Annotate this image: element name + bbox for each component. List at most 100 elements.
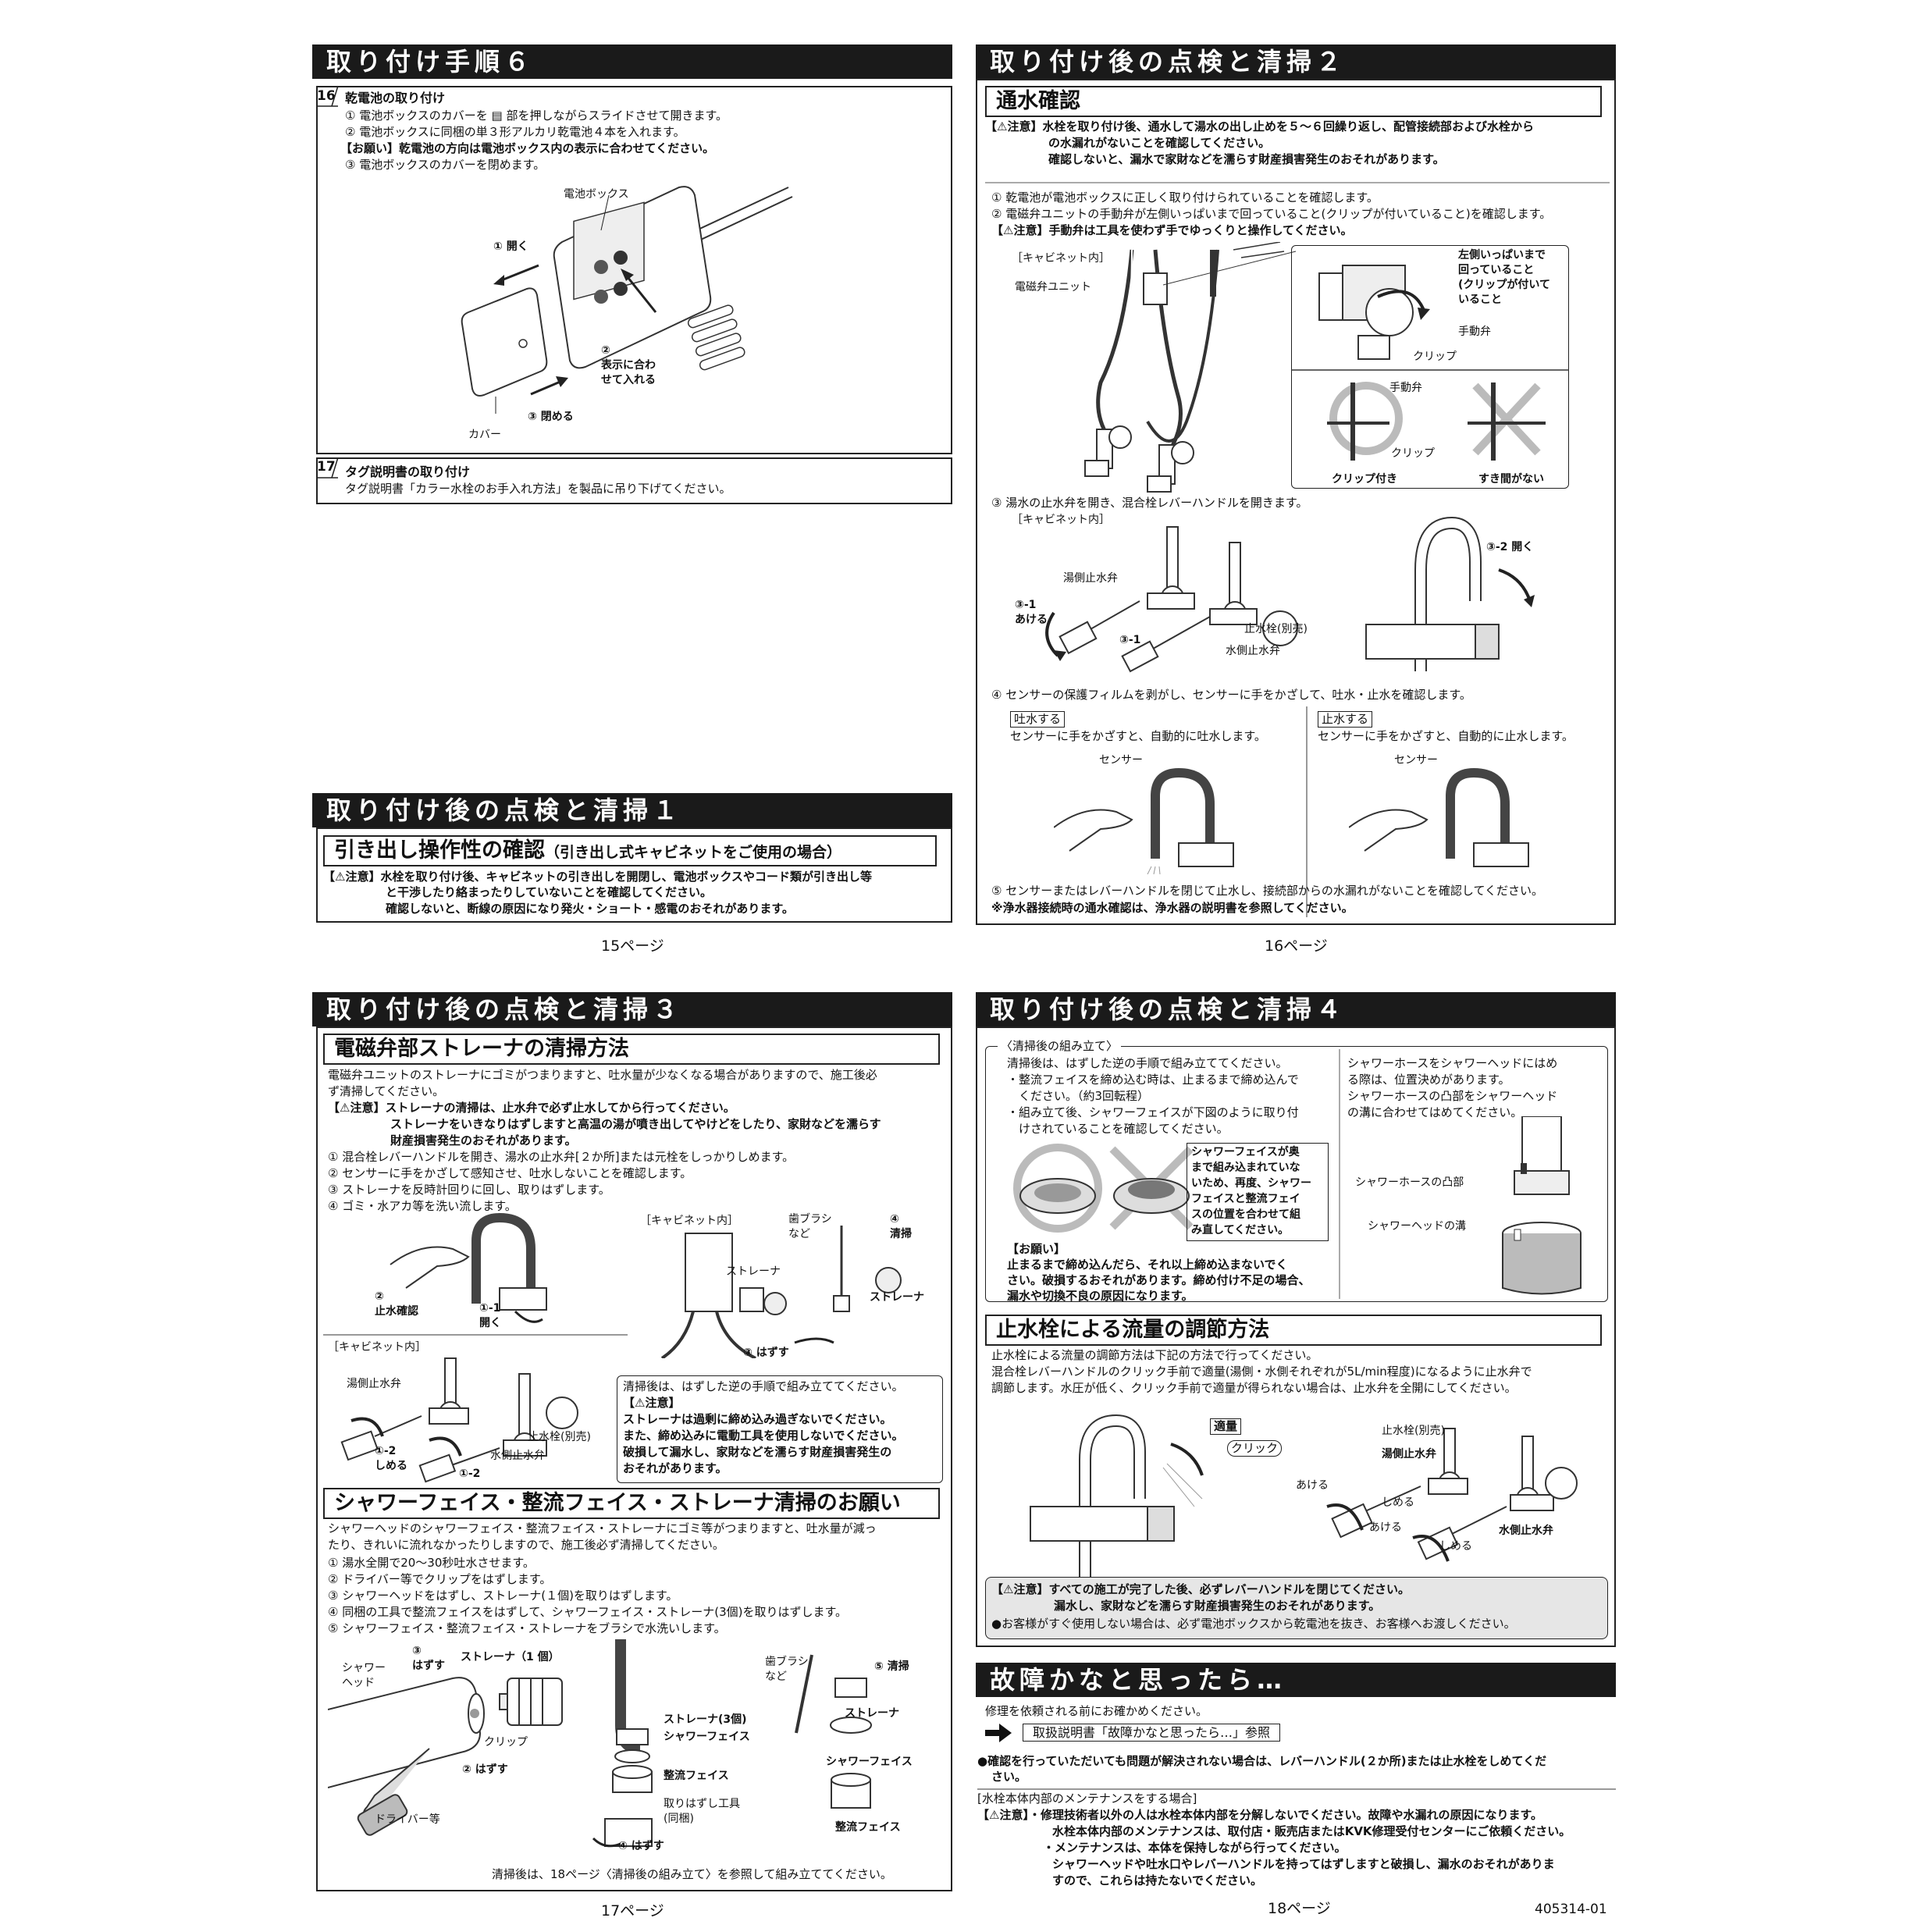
page16-header: 取り付け後の点検と清掃２ (976, 44, 1616, 79)
assembly-vertical-divider (1339, 1049, 1340, 1299)
p17-caution-3: 財産損害発生のおそれがあります。 (390, 1133, 577, 1147)
p16-leader (1163, 251, 1297, 286)
assembly-right-3: の溝に合わせてはめてください。 (1347, 1105, 1523, 1119)
ng-note-5: み直してください。 (1191, 1224, 1290, 1236)
stop-valve-close-illustration (340, 1357, 578, 1483)
stop-check-illustration (390, 1212, 547, 1323)
cold-valve-label: 水側止水弁 (1226, 645, 1280, 657)
assembly-right-1: る際は、位置決めがあります。 (1347, 1073, 1510, 1087)
p17-after-0: 清掃後は、はずした逆の手順で組み立ててください。 (623, 1379, 904, 1393)
remove2-label: ② はずす (462, 1763, 508, 1776)
page17-header: 取り付け後の点検と清掃３ (312, 992, 952, 1026)
trouble-note-1: さい。 (991, 1770, 1027, 1784)
open31-label: ③-1 あける (1015, 599, 1048, 626)
step17-box (316, 457, 952, 504)
manual-valve-label: 手動弁 (1458, 326, 1491, 338)
remove3-label: ③ はずす (743, 1347, 789, 1359)
inspect1-line1: 【⚠注意】水栓を取り付け後、キャビネットの引き出しを開閉し、電池ボックスやコード… (323, 870, 873, 884)
step16-num: 16 (317, 88, 336, 104)
click-tag: クリック (1227, 1440, 1283, 1457)
rectify-face-label: 整流フェイス (664, 1770, 729, 1782)
water-off-text: センサーに手をかざすと、自動的に止水します。 (1318, 729, 1574, 743)
p17-after-4: 破損して漏水し、家財などを濡らす財産損害発生の (623, 1445, 892, 1459)
step17-title: タグ説明書の取り付け (345, 464, 471, 479)
p17-cabinet-label: ［キャビネット内］ (640, 1215, 738, 1227)
p17-intro2-2: たり、きれいに流れなかったりしますので、施工後必ず清掃してください。 (328, 1538, 724, 1552)
stopcock-label-2: 止水栓(別売) (528, 1431, 591, 1443)
page18-box (976, 1026, 1616, 1647)
tsuusui-subheader: 通水確認 (985, 86, 1602, 117)
open12-label: ①-1 開く (479, 1302, 501, 1329)
p17-s2-4: ④ 同梱の工具で整流フェイスをはずして、シャワーフェイス・ストレーナ(3個)を取… (328, 1605, 847, 1619)
ng-note-3: フェイスと整流フェイ (1191, 1193, 1300, 1205)
ng-note-0: シャワーフェイスが奥 (1191, 1146, 1300, 1158)
page16-number: 16ページ (1265, 938, 1328, 955)
flow-cold-label: 水側止水弁 (1499, 1525, 1553, 1537)
sensor-label-on: センサー (1099, 754, 1143, 767)
shower-head-label: シャワー ヘッド (342, 1662, 386, 1689)
flow-valve-illustration (1326, 1428, 1578, 1562)
close-label: ③ 閉める (528, 411, 574, 423)
strainer1-label: ストレーナ（1 個） (461, 1651, 560, 1663)
wash5-label: ⑤ 清掃 (874, 1660, 909, 1673)
flow-line-0: 止水栓による流量の調節方法は下記の方法で行ってください。 (991, 1348, 1318, 1362)
strainer3-label: ストレーナ(3個) (664, 1713, 747, 1726)
p16-step2: ② 電磁弁ユニットの手動弁が左側いっぱいまで回っていること(クリップが付いている… (991, 207, 1552, 221)
flow-subheader: 止水栓による流量の調節方法 (985, 1315, 1602, 1346)
p16-divider-1 (985, 182, 1610, 183)
p16-vertical-divider (1306, 706, 1308, 917)
trouble-divider (977, 1788, 1616, 1790)
clip-label: クリップ (1413, 350, 1457, 363)
clip-label-p17: クリップ (484, 1736, 528, 1749)
rectify-face-r-label: 整流フェイス (835, 1821, 901, 1834)
request-2: さい。破損するおそれがあります。締め付け不足の場合、 (1007, 1273, 1311, 1287)
assembly-right-0: シャワーホースをシャワーヘッドにはめ (1347, 1056, 1558, 1070)
p16-caution-2: の水漏れがないことを確認してください。 (1048, 136, 1271, 150)
p16-step6: ※浄水器接続時の通水確認は、浄水器の説明書を参照してください。 (991, 901, 1354, 915)
cold-valve-label-2: 水側止水弁 (490, 1450, 545, 1462)
clip-label-2: クリップ (1391, 447, 1435, 460)
p17-s2-2: ② ドライバー等でクリップをはずします。 (328, 1572, 552, 1586)
strainer-s-label: ストレーナ (845, 1707, 899, 1720)
proper-amount-tag: 適量 (1210, 1418, 1242, 1435)
p17-after-5: おそれがあります。 (623, 1461, 728, 1475)
assembly-line-2: ください。（約3回転程） (1019, 1089, 1150, 1103)
valve-detail-illustration (1318, 265, 1430, 360)
shower-parts-illustration (328, 1639, 872, 1848)
flow-line-1: 混合栓レバーハンドルのクリック手前で適量(湯側・水側それぞれが5L/min程度)… (991, 1364, 1532, 1379)
final-caution-box (985, 1577, 1608, 1639)
inspect1-header: 取り付け後の点検と清掃１ (312, 793, 952, 827)
open-label: ① 開く (493, 240, 528, 253)
shower-subheader: シャワーフェイス・整流フェイス・ストレーナ清掃のお願い (323, 1488, 940, 1519)
step17-corner (316, 457, 339, 479)
step16-box (316, 86, 952, 454)
arrow-right-icon (985, 1724, 1012, 1742)
strainer-subheader: 電磁弁部ストレーナの清掃方法 (323, 1034, 940, 1065)
hose-label: シャワーホースの凸部 (1355, 1176, 1464, 1189)
close12a-label: ①-2 しめる (375, 1445, 407, 1472)
assembly-line-0: 清掃後は、はずした逆の手順で組み立ててください。 (1007, 1056, 1288, 1070)
p16-step5: ⑤ センサーまたはレバーハンドルを閉じて止水し、接続部からの水漏れがないことを確… (991, 884, 1544, 898)
p17-intro-1: 電磁弁ユニットのストレーナにゴミがつまりますと、吐水量が少なくなる場合があります… (328, 1068, 877, 1082)
brush-label: 歯ブラシ など (788, 1213, 832, 1240)
flow-close-1: しめる (1382, 1496, 1414, 1509)
page18-number: 18ページ (1268, 1900, 1331, 1917)
p17-after-3: また、締め込みに電動工具を使用しないでください。 (623, 1429, 904, 1443)
shower-face-f-label: シャワーフェイス (826, 1756, 913, 1768)
maint-1: 水栓本体内部のメンテナンスは、取付店・販売店またはKVK修理受付センターにご依頼… (1052, 1824, 1571, 1838)
page17-box (316, 1026, 952, 1891)
page15-header: 取り付け手順６ (312, 44, 952, 79)
stopcock-label: 止水栓(別売) (1244, 623, 1308, 635)
hot-valve-label-2: 湯側止水弁 (347, 1378, 401, 1390)
request-3: 漏水や切換不良の原因になります。 (1007, 1289, 1194, 1303)
inspect1-line3: 確認しないと、断線の原因になり発火・ショート・感電のおそれがあります。 (386, 902, 794, 916)
manual-valve-label-2: 手動弁 (1389, 382, 1422, 394)
inspect1-sub-note: （引き出し式キャビネットをご使用の場合） (545, 844, 842, 861)
sensor-label-off: センサー (1394, 754, 1438, 767)
ng-note-2: いため、再度、シャワー (1191, 1177, 1311, 1190)
p17-after-box (617, 1375, 943, 1483)
driver-label: ドライバー等 (375, 1813, 440, 1826)
shower-face-label: シャワーフェイス (664, 1731, 750, 1743)
flow-hot-label: 湯側止水弁 (1382, 1448, 1436, 1461)
water-off-tag: 止水する (1318, 711, 1373, 728)
